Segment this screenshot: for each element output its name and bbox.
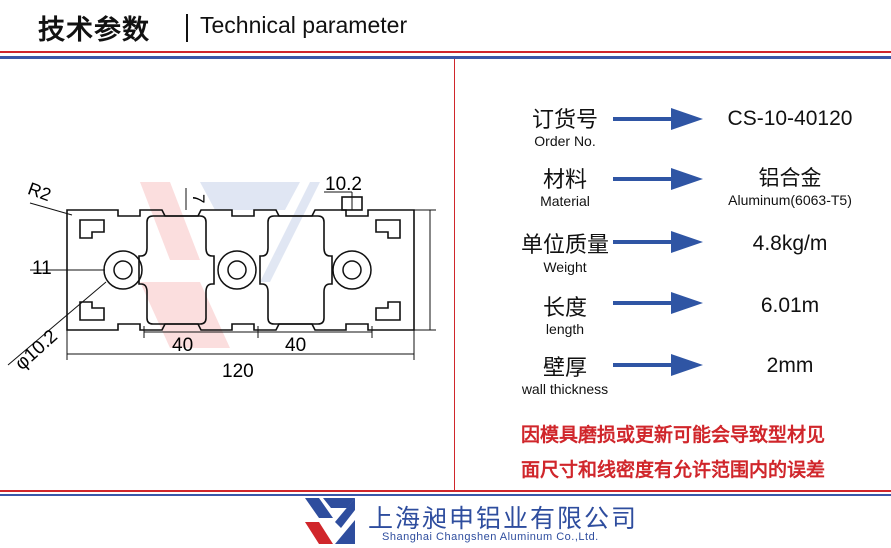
page-header: 技术参数 Technical parameter (0, 0, 891, 52)
bottom-blue-rule (0, 494, 891, 496)
dim-width-120: 120 (222, 361, 254, 382)
spec-label-en: Order No. (534, 133, 596, 149)
spec-row-length: 长度 length 6.01m (455, 290, 891, 350)
spec-row-material: 材料 Material 铝合金 Aluminum(6063-T5) (455, 162, 891, 222)
tolerance-note-line2: 面尺寸和线密度有允许范围内的误差 (520, 459, 825, 481)
right-arrow-icon (613, 231, 703, 253)
dim-11: 11 (32, 258, 52, 279)
bottom-red-rule (0, 490, 891, 492)
spec-label-cn: 材料 (542, 168, 587, 193)
right-arrow-icon (613, 354, 703, 376)
company-name-en: Shanghai Changshen Aluminum Co.,Ltd. (382, 531, 599, 543)
spec-label-cn: 订货号 (531, 108, 598, 133)
section-title-en: Technical parameter (200, 12, 408, 38)
vertical-divider (454, 59, 455, 491)
spec-row-weight: 单位质量 Weight 4.8kg/m (455, 227, 891, 287)
spec-value: 2mm (766, 354, 814, 377)
dim-r2: R2 (25, 178, 53, 205)
dim-10-2: 10.2 (325, 174, 362, 195)
spec-value-sub: Aluminum(6063-T5) (728, 192, 852, 208)
spec-value: 铝合金 (758, 167, 822, 190)
spec-panel: 订货号 Order No. CS-10-40120 材料 Material 铝合… (455, 60, 891, 490)
right-arrow-icon (613, 108, 703, 130)
right-arrow-icon (613, 168, 703, 190)
right-arrow-icon (613, 292, 703, 314)
spec-label-cn: 长度 (542, 296, 587, 321)
spec-label-cn: 单位质量 (520, 233, 609, 258)
spec-label-cn: 壁厚 (542, 356, 587, 381)
dim-slot-7: 7 (189, 194, 208, 203)
title-separator (186, 14, 188, 42)
company-logo-icon (305, 498, 355, 544)
company-name-cn: 上海昶申铝业有限公司 (368, 504, 639, 533)
spec-row-wall-thickness: 壁厚 wall thickness 2mm (455, 350, 891, 410)
page-footer: 上海昶申铝业有限公司 Shanghai Changshen Aluminum C… (0, 497, 891, 548)
spec-label-en: Weight (543, 259, 587, 275)
tolerance-note-line1: 因模具磨损或更新可能会导致型材见 (520, 424, 825, 446)
spec-label-en: Material (540, 193, 590, 209)
profile-cross-section-svg: R2 10.2 7 11 φ10.2 40 40 40 120 (7, 174, 473, 382)
spec-row-order-no: 订货号 Order No. CS-10-40120 (455, 102, 891, 162)
dimension-lines (7, 188, 436, 366)
spec-label-en: wall thickness (521, 381, 609, 397)
dim-phi-10-2: φ10.2 (11, 326, 62, 375)
profile-drawing: R2 10.2 7 11 φ10.2 40 40 40 120 (0, 60, 473, 490)
dim-width-40-left: 40 (172, 335, 193, 356)
section-title-cn: 技术参数 (38, 15, 150, 46)
top-red-rule (0, 51, 891, 53)
profile-outline (66, 196, 415, 331)
spec-label-en: length (545, 321, 585, 337)
spec-value: 6.01m (760, 294, 820, 317)
spec-value: CS-10-40120 (727, 107, 853, 130)
spec-value: 4.8kg/m (752, 232, 828, 255)
dim-width-40-right: 40 (285, 335, 306, 356)
top-blue-rule (0, 56, 891, 59)
center-bores (103, 250, 372, 290)
